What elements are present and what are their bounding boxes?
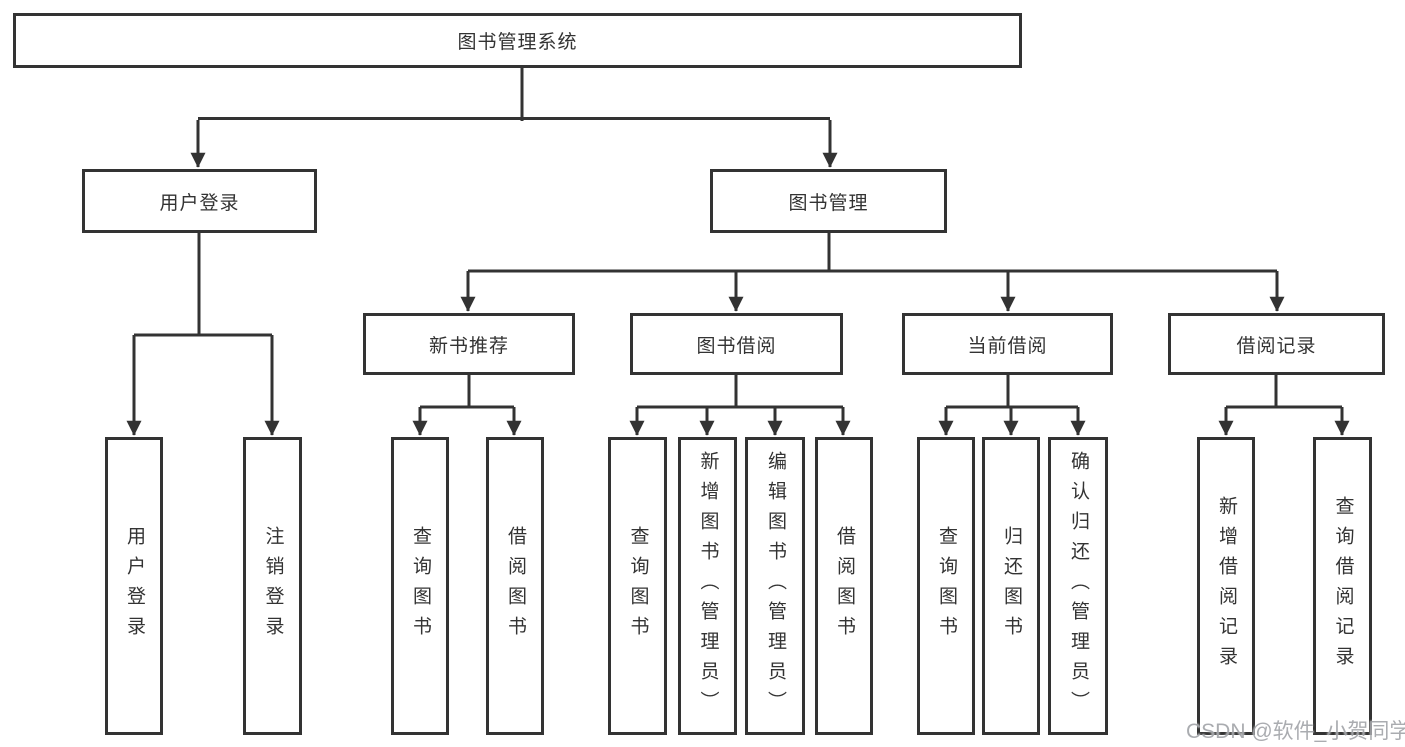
node-borrow-records: 借阅记录: [1168, 313, 1385, 375]
leaf-borrow-books: 借阅图书: [815, 437, 873, 735]
leaf-add-books-admin: 新增图书（管理员）: [678, 437, 737, 735]
leaf-query-books-recommend: 查询图书: [391, 437, 449, 735]
leaf-label: 注销登录: [262, 526, 284, 646]
leaf-user-login: 用户登录: [105, 437, 163, 735]
node-new-book-recommend: 新书推荐: [363, 313, 575, 375]
leaf-label: 用户登录: [123, 526, 145, 646]
leaf-label: 确认归还（管理员）: [1067, 451, 1089, 721]
leaf-label: 新增借阅记录: [1215, 496, 1237, 676]
node-book-management: 图书管理: [710, 169, 947, 233]
leaf-label: 归还图书: [1000, 526, 1022, 646]
leaf-label: 查询图书: [627, 526, 649, 646]
node-library-management-system: 图书管理系统: [13, 13, 1022, 68]
node-label: 借阅记录: [1236, 335, 1317, 357]
connector-arrows: [126, 120, 1350, 436]
leaf-logout: 注销登录: [243, 437, 302, 735]
leaf-query-borrow-record: 查询借阅记录: [1313, 437, 1372, 735]
node-label: 图书管理系统: [457, 32, 578, 53]
leaf-label: 借阅图书: [504, 526, 526, 646]
node-user-login: 用户登录: [82, 169, 317, 233]
connector-trunks: [134, 68, 1342, 409]
leaf-label: 编辑图书（管理员）: [764, 451, 786, 721]
leaf-confirm-return-admin: 确认归还（管理员）: [1048, 437, 1108, 735]
leaf-borrow-books-recommend: 借阅图书: [486, 437, 544, 735]
leaf-label: 新增图书（管理员）: [697, 451, 719, 721]
node-label: 用户登录: [159, 192, 240, 214]
leaf-query-books-current: 查询图书: [917, 437, 975, 735]
leaf-label: 借阅图书: [833, 526, 855, 646]
leaf-edit-books-admin: 编辑图书（管理员）: [745, 437, 805, 735]
leaf-label: 查询图书: [935, 526, 957, 646]
leaf-label: 查询图书: [409, 526, 431, 646]
node-label: 新书推荐: [428, 335, 509, 357]
node-current-borrowing: 当前借阅: [902, 313, 1113, 375]
leaf-query-books-borrow: 查询图书: [608, 437, 667, 735]
csdn-watermark: CSDN @软件_小贺同学: [1186, 720, 1405, 743]
leaf-label: 查询借阅记录: [1332, 496, 1354, 676]
node-label: 图书借阅: [696, 335, 777, 357]
leaf-return-books: 归还图书: [982, 437, 1040, 735]
leaf-add-borrow-record: 新增借阅记录: [1197, 437, 1255, 735]
node-label: 当前借阅: [967, 335, 1048, 357]
node-label: 图书管理: [788, 192, 869, 214]
node-book-borrowing: 图书借阅: [630, 313, 843, 375]
